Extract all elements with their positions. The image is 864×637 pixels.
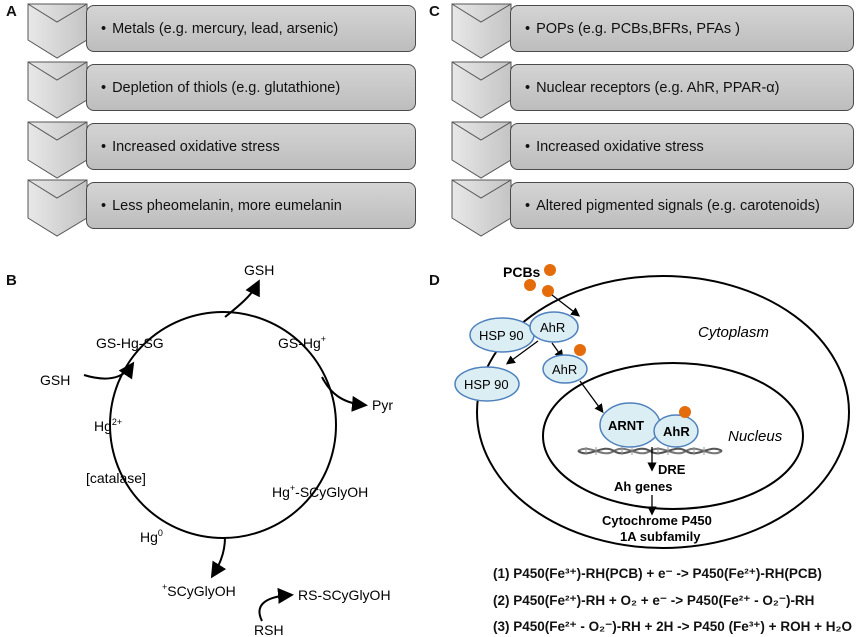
- chevron-c-3: [451, 121, 512, 179]
- cell-membrane: [476, 275, 850, 549]
- pcb-ligand: [574, 344, 586, 356]
- bullet-icon: •: [101, 20, 107, 37]
- label-rs-scygly: RS-SCyGlyOH: [298, 587, 391, 603]
- hsp90-receptor-b: [454, 366, 520, 402]
- arrow-to-pyr: [321, 376, 368, 412]
- panel-b-cycle-diagram: GSH GS-Hg-SG GS-Hg+ GSH Pyr Hg2+ [catala…: [40, 262, 393, 637]
- bullet-icon: •: [525, 138, 531, 155]
- label-gsh-top: GSH: [244, 262, 274, 278]
- panel-c-step-1: • POPs (e.g. PCBs,BFRs, PFAs ): [510, 5, 854, 52]
- bullet-icon: •: [101, 138, 107, 155]
- chevron-c-1: [451, 3, 512, 59]
- chevron-a-2: [27, 61, 88, 119]
- panel-c-step-3-text: Increased oxidative stress: [536, 138, 704, 155]
- pcb-ligand: [544, 264, 556, 276]
- panel-a-step-4-text: Less pheomelanin, more eumelanin: [112, 197, 342, 214]
- panel-a-step-1-text: Metals (e.g. mercury, lead, arsenic): [112, 20, 339, 37]
- panel-a-step-2: • Depletion of thiols (e.g. glutathione): [86, 64, 416, 111]
- panel-letter-a: A: [6, 3, 17, 20]
- panel-c-step-2-text: Nuclear receptors (e.g. AhR, PPAR-α): [536, 79, 780, 96]
- panel-a-step-3-text: Increased oxidative stress: [112, 138, 280, 155]
- bullet-icon: •: [525, 197, 531, 214]
- chevron-c-2: [451, 61, 512, 119]
- panel-letter-c: C: [429, 3, 440, 20]
- label-ahr-b: AhR: [552, 362, 577, 377]
- panel-a-step-4: • Less pheomelanin, more eumelanin: [86, 182, 416, 229]
- arrow-to-gsh-top: [224, 279, 260, 318]
- label-ahr-a: AhR: [540, 320, 565, 335]
- label-hg-scygly: Hg+-SCyGlyOH: [272, 483, 368, 500]
- panel-a-step-1: • Metals (e.g. mercury, lead, arsenic): [86, 5, 416, 52]
- ahr-receptor-b: [542, 354, 588, 384]
- label-hsp90-a: HSP 90: [479, 328, 524, 343]
- equation-1: (1) P450(Fe³⁺)-RH(PCB) + e⁻ -> P450(Fe²⁺…: [493, 566, 822, 581]
- panel-c-step-1-text: POPs (e.g. PCBs,BFRs, PFAs ): [536, 20, 740, 37]
- bullet-icon: •: [101, 197, 107, 214]
- label-cyp-line2: 1A subfamily: [620, 529, 701, 544]
- equation-2: (2) P450(Fe²⁺)-RH + O₂ + e⁻ -> P450(Fe²⁺…: [493, 593, 815, 608]
- arrow-to-scygly: [210, 536, 227, 579]
- panel-c-chevrons: [451, 3, 512, 237]
- label-pyr: Pyr: [372, 397, 393, 413]
- label-gsh-left: GSH: [40, 372, 70, 388]
- panel-a-chevrons: [27, 3, 88, 237]
- chevron-a-1: [27, 3, 88, 59]
- label-cytoplasm: Cytoplasm: [698, 324, 769, 341]
- chevron-c-4: [451, 179, 512, 237]
- panel-letter-b: B: [6, 272, 17, 289]
- pcb-ligand: [542, 285, 554, 297]
- panel-c-step-3: • Increased oxidative stress: [510, 123, 854, 170]
- panel-a-step-3: • Increased oxidative stress: [86, 123, 416, 170]
- label-pcbs: PCBs: [503, 264, 541, 280]
- bullet-icon: •: [525, 79, 531, 96]
- label-gs-hg-plus: GS-Hg+: [278, 334, 326, 351]
- ahr-receptor-c: [653, 414, 699, 448]
- arrow-rsh: [258, 587, 294, 622]
- label-rsh: RSH: [254, 622, 284, 637]
- panel-c-step-2: • Nuclear receptors (e.g. AhR, PPAR-α): [510, 64, 854, 111]
- equation-3: (3) P450(Fe²⁺ - O₂⁻)-RH + 2H -> P450 (Fe…: [493, 619, 852, 634]
- panel-letter-d: D: [429, 272, 440, 289]
- label-ah-genes: Ah genes: [614, 479, 673, 494]
- label-hg0: Hg0: [140, 528, 163, 545]
- chevron-a-4: [27, 179, 88, 237]
- label-scygly: +SCyGlyOH: [162, 582, 236, 599]
- dna-helix-icon: [577, 447, 723, 455]
- panel-c-step-4-text: Altered pigmented signals (e.g. caroteno…: [536, 197, 820, 214]
- panel-a-step-2-text: Depletion of thiols (e.g. glutathione): [112, 79, 341, 96]
- label-ahr-c: AhR: [663, 424, 690, 439]
- label-catalase: [catalase]: [86, 470, 146, 486]
- label-hg2: Hg2+: [94, 417, 122, 434]
- label-hsp90-b: HSP 90: [464, 377, 509, 392]
- bullet-icon: •: [525, 20, 531, 37]
- pcb-ligand: [679, 406, 691, 418]
- chevron-a-3: [27, 121, 88, 179]
- cycle-circle: [109, 311, 337, 539]
- bullet-icon: •: [101, 79, 107, 96]
- label-arnt: ARNT: [608, 418, 644, 433]
- nucleus-membrane: [542, 362, 804, 510]
- label-gs-hg-sg: GS-Hg-SG: [96, 335, 164, 351]
- label-nucleus: Nucleus: [728, 428, 783, 445]
- arrow-gsh-in: [83, 361, 135, 380]
- panel-c-step-4: • Altered pigmented signals (e.g. carote…: [510, 182, 854, 229]
- panel-d-pathway-diagram: PCBs HSP 90 AhR AhR HSP 90 Cytoplasm ARN…: [454, 264, 850, 549]
- label-dre: DRE: [658, 462, 686, 477]
- pcb-ligand: [524, 279, 536, 291]
- ahr-receptor-a: [529, 311, 579, 343]
- label-cyp-line1: Cytochrome P450: [602, 513, 712, 528]
